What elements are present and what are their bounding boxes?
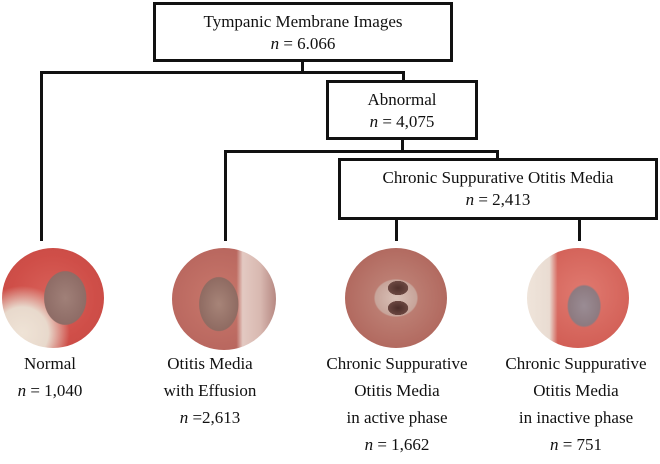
node-title: Chronic Suppurative Otitis Media <box>382 168 614 187</box>
leaf-label-csom-inactive: Chronic Suppurative Otitis Media in inac… <box>505 354 647 454</box>
otoscope-image-normal <box>2 248 104 348</box>
otoscope-image-csom-active <box>345 248 447 348</box>
node-title: Tympanic Membrane Images <box>203 12 403 31</box>
connector <box>395 220 398 241</box>
node-chronic-suppurative-otitis-media: Chronic Suppurative Otitis Media n = 2,4… <box>338 158 658 220</box>
otoscope-image-otitis-media-with-effusion <box>172 248 276 350</box>
connector <box>301 62 304 72</box>
connector <box>496 150 499 162</box>
leaf-label-csom-active: Chronic Suppurative Otitis Media in acti… <box>326 354 468 454</box>
connector <box>40 71 405 74</box>
otoscope-image-csom-inactive <box>527 248 629 348</box>
leaf-label-otitis-media-with-effusion: Otitis Media with Effusion n =2,613 <box>163 354 257 427</box>
connector <box>224 150 227 241</box>
connector <box>401 140 404 152</box>
connector <box>578 220 581 241</box>
node-count: n = 2,413 <box>465 190 531 209</box>
node-count: n = 4,075 <box>369 112 435 131</box>
node-title: Abnormal <box>367 90 437 109</box>
leaf-label-normal: Normal n = 1,040 <box>17 354 83 400</box>
node-tympanic-membrane-images: Tympanic Membrane Images n = 6.066 <box>153 2 453 62</box>
connector <box>224 150 499 153</box>
connector <box>40 71 43 241</box>
node-abnormal: Abnormal n = 4,075 <box>326 80 478 140</box>
connector <box>402 71 405 83</box>
node-count: n = 6.066 <box>270 34 336 53</box>
